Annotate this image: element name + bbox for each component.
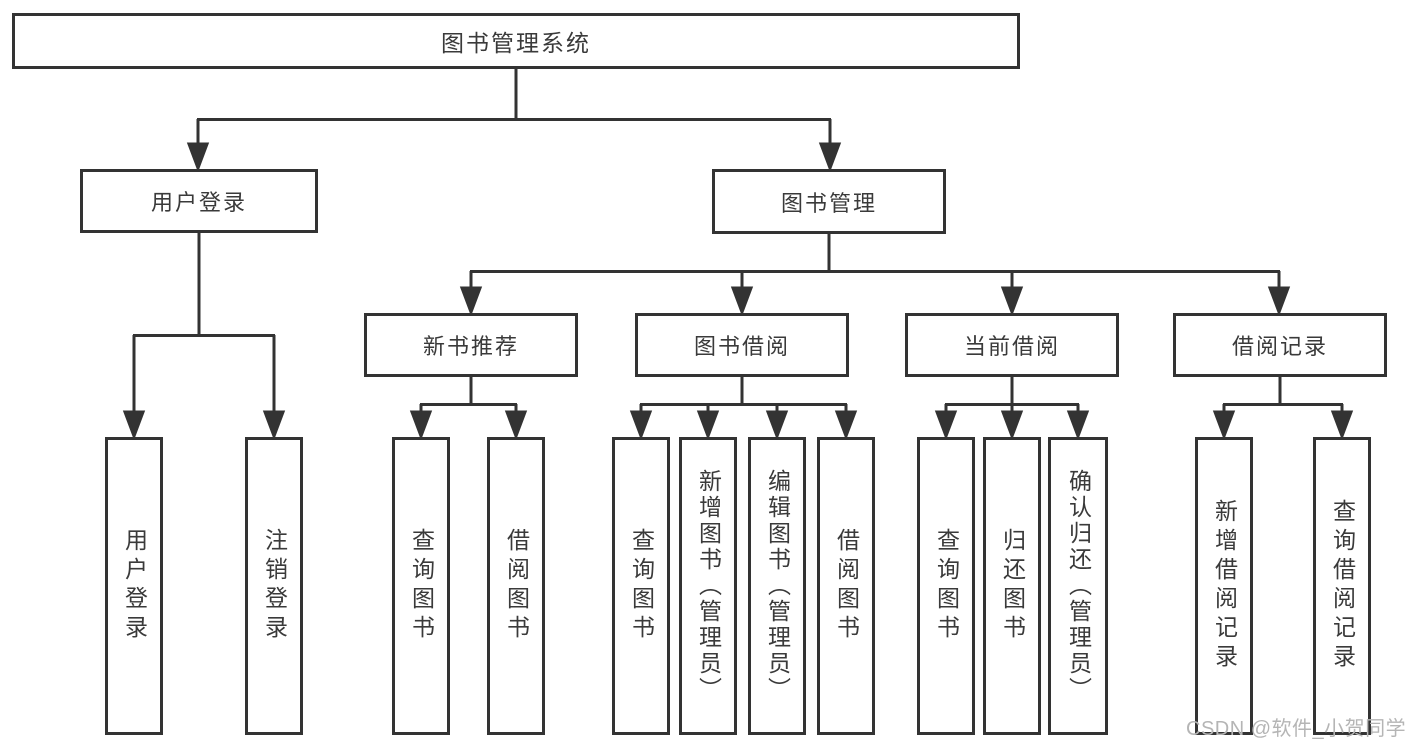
leaf-edit-book-admin: 编辑图书（管理员） <box>748 437 806 735</box>
leaf-return-book: 归还图书 <box>983 437 1041 735</box>
leaf-query-borrow-record: 查询借阅记录 <box>1313 437 1371 735</box>
node-user-login: 用户登录 <box>80 169 318 233</box>
leaf-confirm-return-admin: 确认归还（管理员） <box>1048 437 1108 735</box>
leaf-user-login: 用户登录 <box>105 437 163 735</box>
node-new-book-recommend: 新书推荐 <box>364 313 578 377</box>
leaf-add-book-admin: 新增图书（管理员） <box>679 437 737 735</box>
csdn-watermark: CSDN @软件_小贺同学 <box>1186 718 1405 740</box>
node-book-borrow: 图书借阅 <box>635 313 849 377</box>
leaf-query-books-recommend: 查询图书 <box>392 437 450 735</box>
node-borrow-records: 借阅记录 <box>1173 313 1387 377</box>
leaf-add-borrow-record: 新增借阅记录 <box>1195 437 1253 735</box>
node-current-borrow: 当前借阅 <box>905 313 1119 377</box>
node-book-management: 图书管理 <box>712 169 946 234</box>
leaf-borrow-books-recommend: 借阅图书 <box>487 437 545 735</box>
leaf-borrow-books: 借阅图书 <box>817 437 875 735</box>
leaf-logout: 注销登录 <box>245 437 303 735</box>
node-library-management-system: 图书管理系统 <box>12 13 1020 69</box>
leaf-query-books-borrow: 查询图书 <box>612 437 670 735</box>
leaf-query-books-current: 查询图书 <box>917 437 975 735</box>
